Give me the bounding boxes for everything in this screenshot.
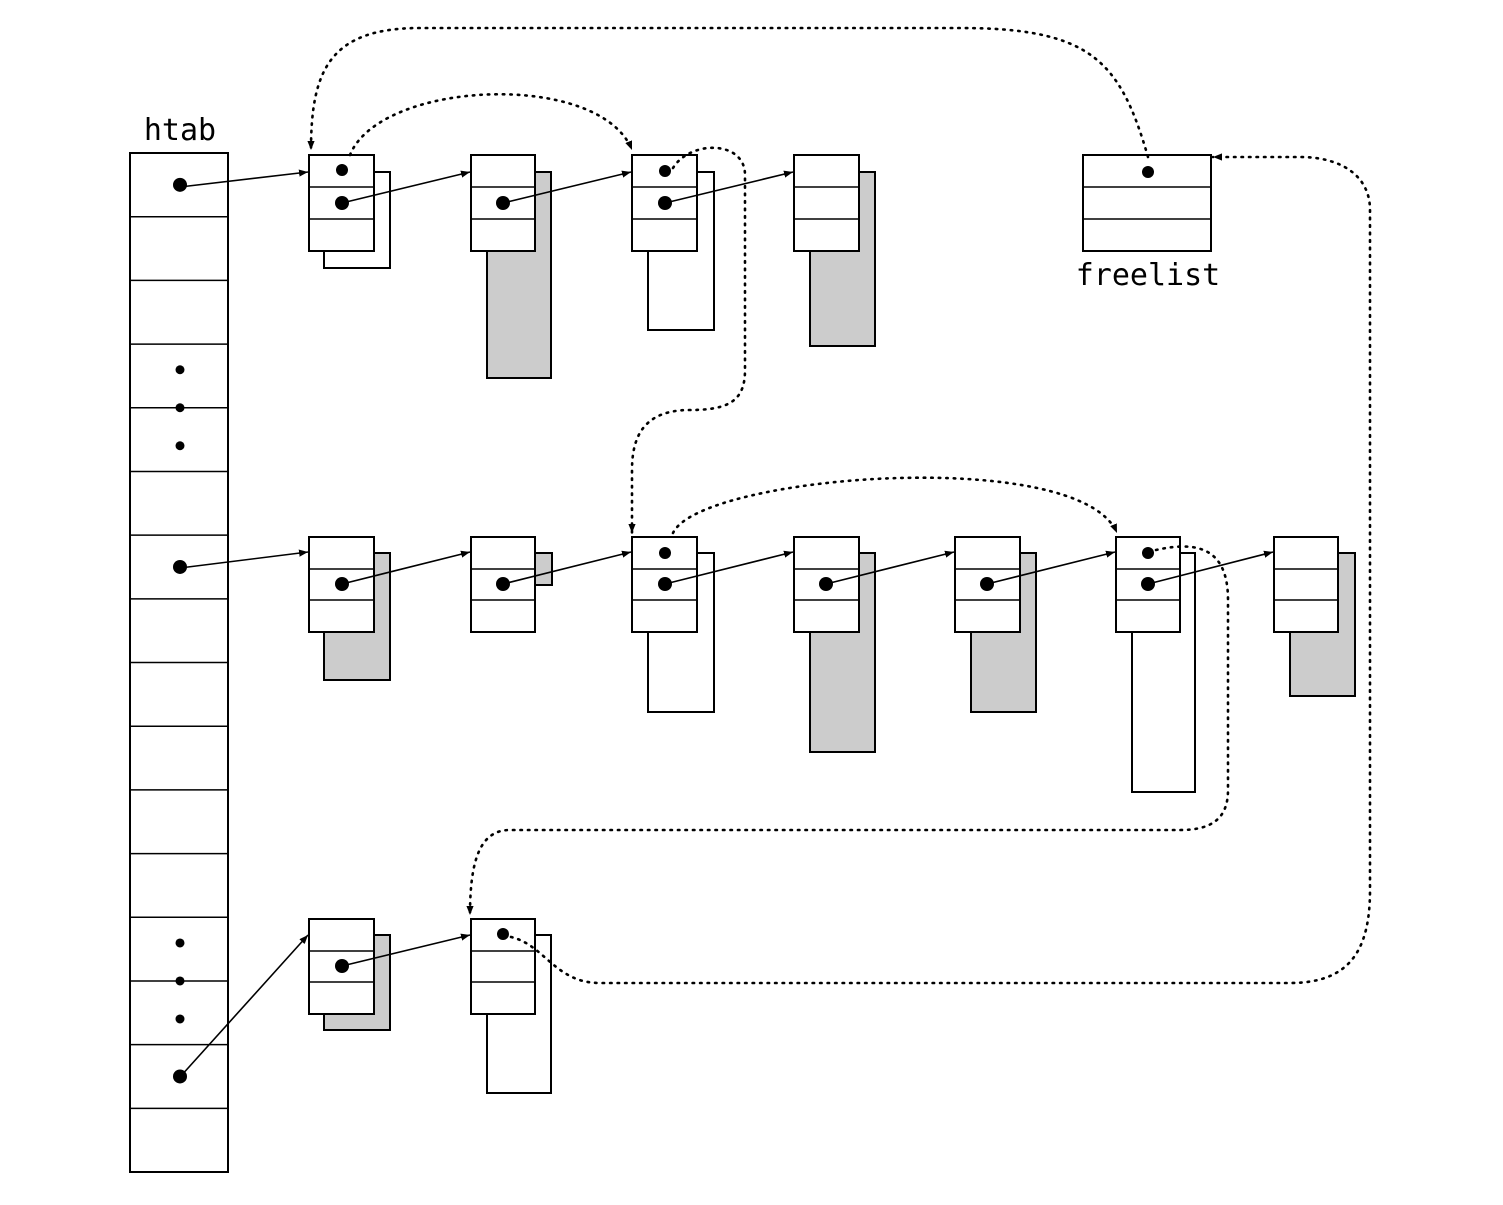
arrow-htab-to-chain-1 [179, 169, 309, 188]
htab-label: htab [144, 113, 216, 148]
htab-slot-dividers [130, 215, 228, 1110]
htab-ellipsis-dot [175, 938, 185, 948]
chain-2 [308, 536, 1356, 793]
hash-chain-arrows [179, 169, 1274, 1078]
freelist-label: freelist [1076, 258, 1221, 293]
htab-ellipsis-dot [175, 441, 185, 451]
chain-node-free [1115, 536, 1196, 793]
node-header [793, 154, 860, 252]
chain-node [1273, 536, 1356, 697]
chain-node [308, 918, 391, 1031]
free-link-dot [659, 165, 671, 177]
freelist-link-head-to-first [307, 26, 1150, 159]
htab-ellipsis-dot [175, 976, 185, 986]
node-header [308, 918, 375, 1015]
chain-node [954, 536, 1037, 713]
freelist-link [348, 93, 634, 157]
next-arrow [502, 550, 632, 585]
free-link-dot [659, 547, 671, 559]
node-header [1273, 536, 1339, 633]
htab-slot-pointer-dot [173, 177, 187, 192]
freelist-link [671, 476, 1119, 535]
chain-node [793, 154, 876, 347]
freelist-head [1082, 154, 1212, 252]
chain-node [470, 536, 553, 633]
chain-node-free [631, 154, 715, 331]
htab-array [129, 152, 229, 1173]
chain-node [308, 154, 391, 269]
chain-1 [308, 154, 876, 379]
htab-ellipsis-dot [175, 403, 185, 413]
htab-ellipsis-dot [175, 365, 185, 375]
chain-node-free [470, 918, 552, 1094]
freelist-link [628, 146, 747, 535]
chain-node [793, 536, 876, 753]
htab-ellipses [175, 365, 185, 1024]
next-arrow [986, 550, 1116, 585]
arrow-htab-to-chain-2 [179, 549, 309, 569]
chain-node [308, 536, 391, 681]
next-arrow [341, 170, 471, 204]
free-link-dot [336, 164, 348, 176]
next-arrow [1147, 550, 1274, 585]
htab-ellipsis-dot [175, 1014, 185, 1024]
freelist-head-pointer [1142, 166, 1154, 178]
next-arrow [664, 550, 794, 585]
free-link-dot [497, 928, 509, 940]
next-arrow [341, 933, 471, 967]
freelist-link [466, 545, 1230, 917]
free-link-dot [1142, 547, 1154, 559]
next-arrow [664, 170, 794, 204]
arrow-htab-to-chain-3 [179, 934, 309, 1078]
chain-node-free [631, 536, 715, 713]
next-arrow [825, 550, 955, 585]
next-arrow [502, 170, 632, 204]
chain-3 [308, 918, 552, 1094]
htab-slot-pointer-dot [173, 559, 187, 574]
chain-node [470, 154, 552, 379]
freelist-links [307, 26, 1372, 985]
next-arrow [341, 550, 471, 585]
